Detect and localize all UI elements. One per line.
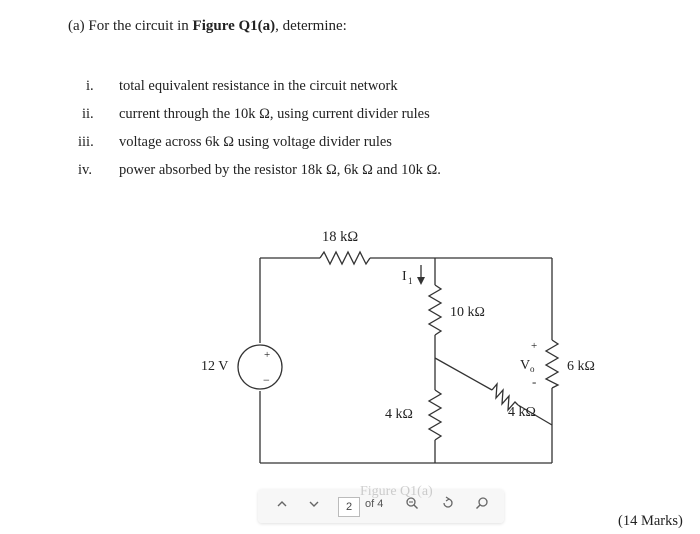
zoom-icon xyxy=(406,497,418,509)
item-number: ii. xyxy=(82,106,94,122)
next-page-button[interactable] xyxy=(304,496,324,516)
wire-diag-lower xyxy=(517,404,553,426)
label-4k-left: 4 kΩ xyxy=(385,407,413,422)
current-subscript: 1 xyxy=(408,276,413,286)
item-text: current through the 10k Ω, using current… xyxy=(119,106,430,122)
item-text: total equivalent resistance in the circu… xyxy=(119,78,398,94)
source-minus: − xyxy=(263,373,270,387)
resistor-4k-left xyxy=(427,389,443,441)
item-number: i. xyxy=(86,78,94,94)
search-icon xyxy=(476,497,488,509)
rotate-icon xyxy=(443,496,453,508)
heading-suffix: , determine: xyxy=(275,18,347,34)
vo-subscript: o xyxy=(530,364,535,374)
zoom-button[interactable] xyxy=(402,496,422,516)
label-4k-diagonal: 4 kΩ xyxy=(508,405,536,420)
item-number: iv. xyxy=(78,162,92,178)
chevron-up-icon xyxy=(277,501,287,507)
search-button[interactable] xyxy=(472,496,492,516)
label-6k: 6 kΩ xyxy=(567,359,595,374)
label-18k: 18 kΩ xyxy=(322,229,358,245)
vo-minus: - xyxy=(532,374,536,389)
marks-label: (14 Marks) xyxy=(618,513,683,529)
source-plus: + xyxy=(264,349,270,361)
rotate-button[interactable] xyxy=(438,496,458,516)
previous-page-button[interactable] xyxy=(272,496,292,516)
page-number-input[interactable]: 2 xyxy=(338,497,360,517)
label-10k: 10 kΩ xyxy=(450,305,485,320)
item-text: power absorbed by the resistor 18k Ω, 6k… xyxy=(119,162,441,178)
label-source: 12 V xyxy=(201,359,228,374)
chevron-down-icon xyxy=(309,501,319,507)
vo-label: V xyxy=(520,358,530,373)
current-arrow-head xyxy=(417,277,425,285)
wire-diag-upper xyxy=(434,357,493,391)
resistor-18k xyxy=(319,250,371,266)
resistor-10k xyxy=(427,284,443,336)
pdf-viewer-toolbar: Figure Q1(a) 2 of 4 xyxy=(258,484,504,523)
page-count: of 4 xyxy=(365,498,384,510)
resistor-4k-diagonal xyxy=(491,382,519,412)
item-number: iii. xyxy=(78,134,94,150)
heading-figure-ref: Figure Q1(a) xyxy=(192,18,276,34)
resistor-6k xyxy=(544,339,560,389)
heading-prefix: (a) For the circuit in xyxy=(68,18,193,34)
current-label: I xyxy=(402,269,407,284)
figure-caption: Figure Q1(a) xyxy=(360,484,433,499)
vo-plus: + xyxy=(531,340,537,352)
voltage-source xyxy=(237,344,283,390)
question-heading: (a) For the circuit in Figure Q1(a), det… xyxy=(68,18,347,35)
item-text: voltage across 6k Ω using voltage divide… xyxy=(119,134,392,150)
